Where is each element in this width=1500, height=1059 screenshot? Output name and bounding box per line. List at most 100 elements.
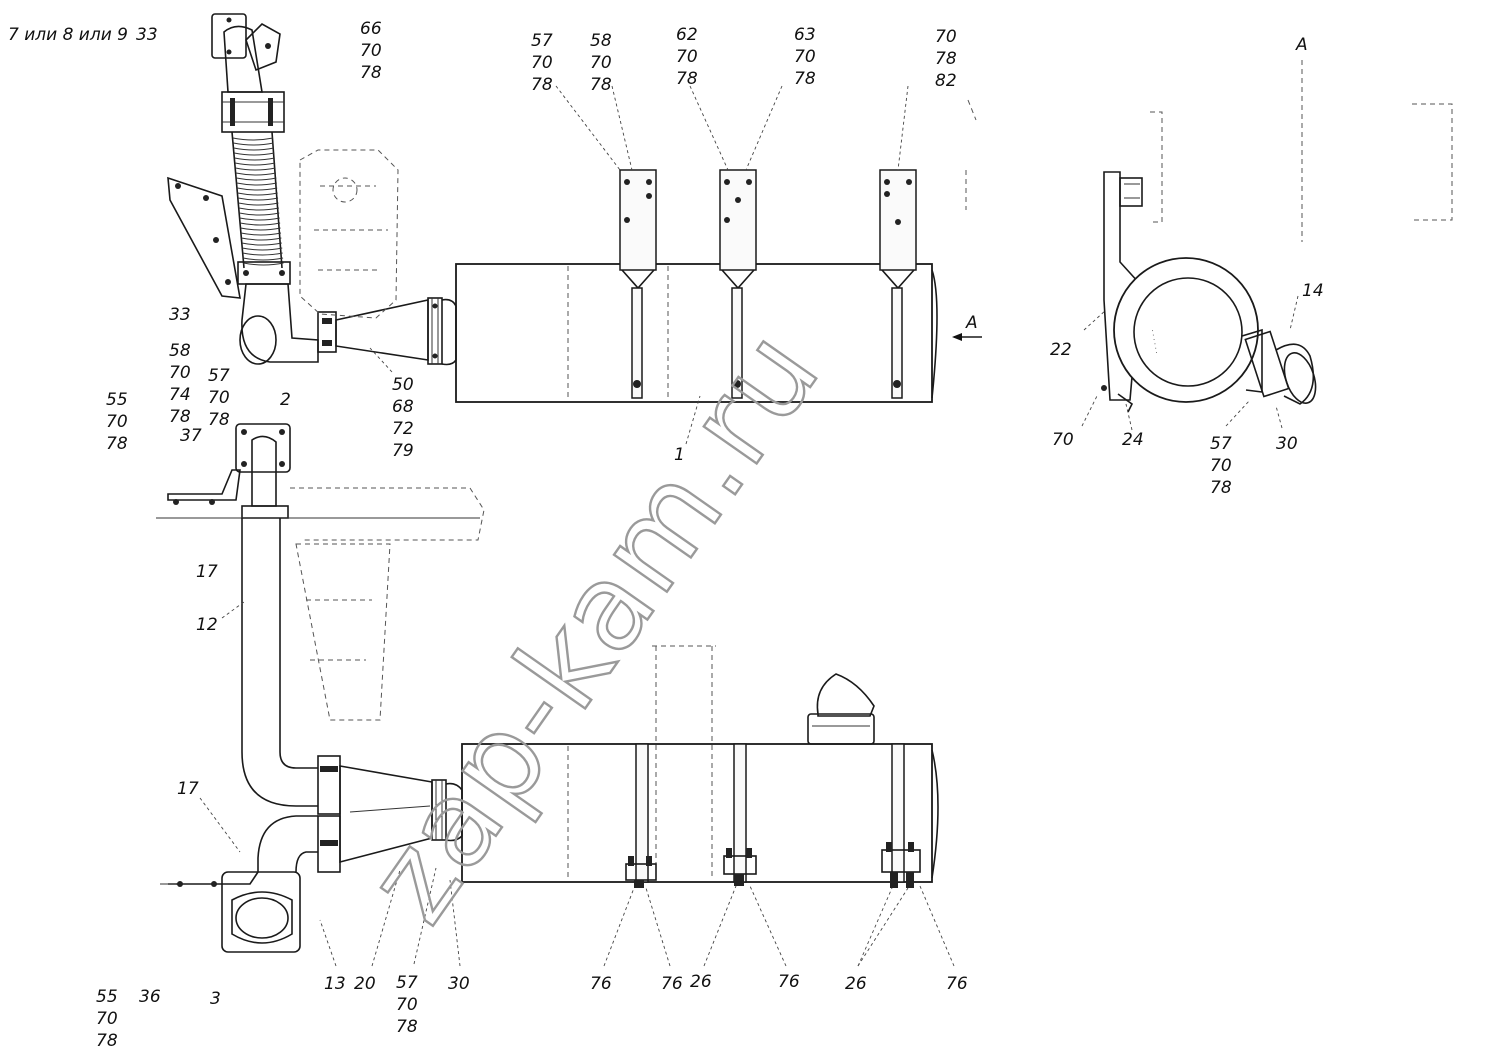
callout-line: 55 [106,390,128,410]
strap-1-top [619,169,657,399]
callout-line: 78 [396,1017,418,1037]
callout-line: 63 [794,25,816,45]
callout-line: 36 [139,987,161,1007]
view-title: A [1295,35,1308,55]
callout-line: 78 [794,69,816,89]
callout-30-bottom: 30 [448,974,470,994]
callout-line: 76 [590,974,612,994]
strap-3-top [879,169,917,399]
callout-26-a: 26 [690,972,712,992]
callout-line: 72 [392,419,414,439]
callout-line: 33 [136,25,158,45]
callout-line: 57 [531,31,553,51]
callout-line: 30 [1276,434,1298,454]
callout-line: 57 [396,973,418,993]
callout-line: 79 [392,441,414,461]
callout-line: 12 [196,615,218,635]
callout-76-b: 76 [661,974,683,994]
callout-line: 70 [396,995,418,1015]
callout-line: 58 [169,341,191,361]
callout-line: 57 [208,366,230,386]
callout-36: 36 [139,987,161,1007]
callout-26-b: 26 [845,974,867,994]
callout-line: 26 [690,972,712,992]
callout-line: 78 [590,75,612,95]
callout-line: 22 [1050,340,1072,360]
callout-20: 20 [354,974,376,994]
callout-line: 70 [208,388,230,408]
callout-14: 14 [1302,281,1324,301]
callout-37: 37 [180,426,202,446]
callout-2: 2 [280,390,291,410]
callout-line: 70 [935,27,957,47]
corrugated-hose [232,137,284,266]
callout-line: 33 [169,305,191,325]
callout-line: 20 [354,974,376,994]
callout-24: 24 [1122,430,1144,450]
callout-line: 78 [935,49,957,69]
callout-line: 76 [661,974,683,994]
callout-line: 70 [794,47,816,67]
side-view-a: A · · · · · · [1101,35,1453,413]
latch-2 [723,848,757,886]
callout-22: 22 [1050,340,1072,360]
callout-line: 78 [169,407,191,427]
callout-line: 58 [590,31,612,51]
callout-line: 68 [392,397,414,417]
callout-line: 3 [210,989,221,1009]
callout-line: 76 [778,972,800,992]
view-arrow-label: A [965,313,978,333]
lower-intake-assembly [156,423,485,953]
leader-lines [199,85,1299,967]
callout-line: 55 [96,987,118,1007]
callout-line: 14 [1302,281,1324,301]
callout-line: 70 [96,1009,118,1029]
callout-33-header: 33 [136,25,158,45]
callout-line: 50 [392,375,414,395]
callout-line: 70 [531,53,553,73]
callout-line: 70 [360,41,382,61]
callout-line: 26 [845,974,867,994]
callout-line: 74 [169,385,191,405]
callout-line: 2 [280,390,291,410]
callout-line: 57 [1210,434,1232,454]
callout-line: 82 [935,71,957,91]
callout-line: 78 [106,434,128,454]
callout-33-mid: 33 [169,305,191,325]
callout-line: 78 [360,63,382,83]
callout-line: 70 [590,53,612,73]
callout-70-side: 70 [1052,430,1074,450]
callout-line: 1 [674,445,685,465]
callout-line: 78 [96,1031,118,1051]
air-filter-body-bottom [445,645,939,888]
callout-line: 78 [1210,478,1232,498]
callout-line: 66 [360,19,382,39]
callout-line: 70 [169,363,191,383]
callout-line: 70 [1210,456,1232,476]
callout-line: 76 [946,974,968,994]
callout-76-c: 76 [778,972,800,992]
callout-line: 37 [180,426,202,446]
callout-line: 70 [676,47,698,67]
callout-line: 62 [676,25,698,45]
callout-line: 17 [177,779,199,799]
callout-line: 78 [208,410,230,430]
callout-line: 13 [324,974,346,994]
callout-line: 78 [676,69,698,89]
air-filter-body-top: A [441,99,982,403]
callout-30-side: 30 [1276,434,1298,454]
latch-3 [881,842,921,888]
